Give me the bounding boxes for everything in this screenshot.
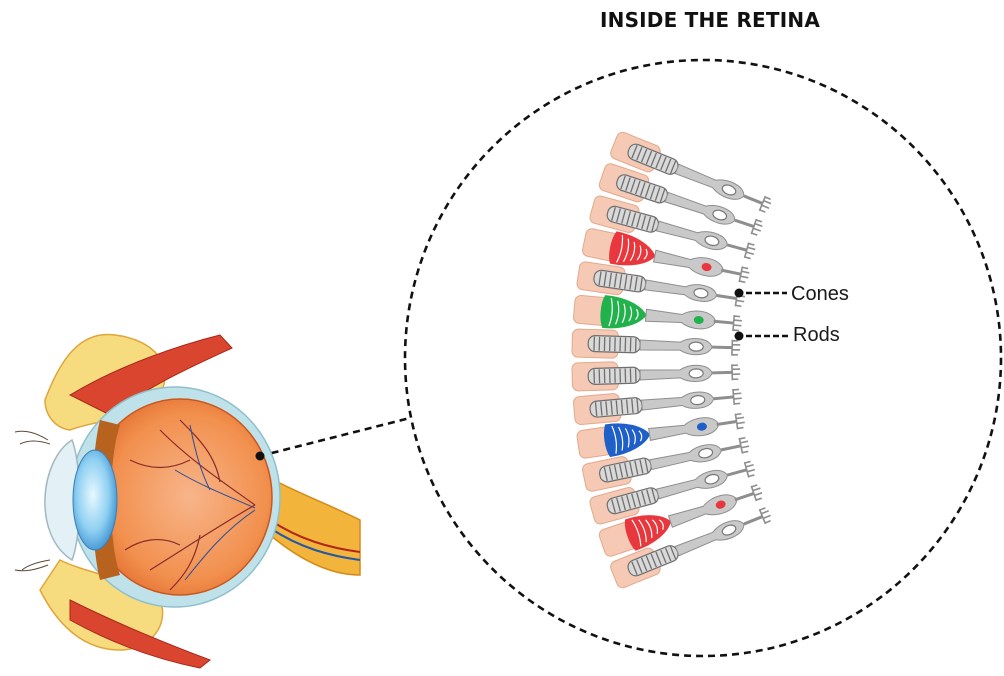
synaptic-terminal (759, 196, 772, 214)
synaptic-terminal (751, 483, 764, 501)
synaptic-terminal (739, 266, 750, 283)
synaptic-terminal (732, 340, 740, 356)
synaptic-terminal (732, 364, 740, 380)
rod-nucleus (689, 369, 703, 378)
rods-pointer-dot (735, 332, 744, 341)
retina-marker (256, 452, 265, 461)
rod-nucleus (689, 342, 703, 351)
rod-cell (572, 358, 741, 391)
synaptic-terminal (751, 219, 764, 237)
synaptic-terminal (745, 460, 757, 478)
cone-body (645, 306, 716, 330)
eye-anatomy (15, 334, 360, 668)
cone-body (653, 247, 725, 279)
synaptic-terminal (759, 506, 772, 524)
photoreceptor-cells (572, 131, 775, 590)
rod-body (674, 161, 747, 203)
synaptic-terminal (739, 436, 750, 453)
synaptic-terminal (745, 243, 757, 261)
synaptic-terminal (733, 315, 742, 332)
lens (73, 450, 117, 550)
synaptic-terminal (735, 412, 745, 429)
rod-body (644, 277, 718, 304)
diagram-title: INSIDE THE RETINA (560, 8, 860, 32)
cone-outer-segment (607, 231, 658, 272)
rod-body (674, 517, 747, 559)
cones-pointer-dot (735, 289, 744, 298)
cone-body (648, 415, 720, 443)
synaptic-terminal (733, 388, 742, 405)
cone-outer-segment (603, 419, 652, 457)
rod-cell (572, 329, 741, 362)
cones-label: Cones (791, 283, 849, 306)
magnify-circle (405, 60, 1001, 656)
cone-outer-segment (600, 295, 648, 331)
rod-body (649, 442, 723, 473)
rods-label: Rods (793, 324, 840, 347)
connector-line (260, 418, 410, 456)
